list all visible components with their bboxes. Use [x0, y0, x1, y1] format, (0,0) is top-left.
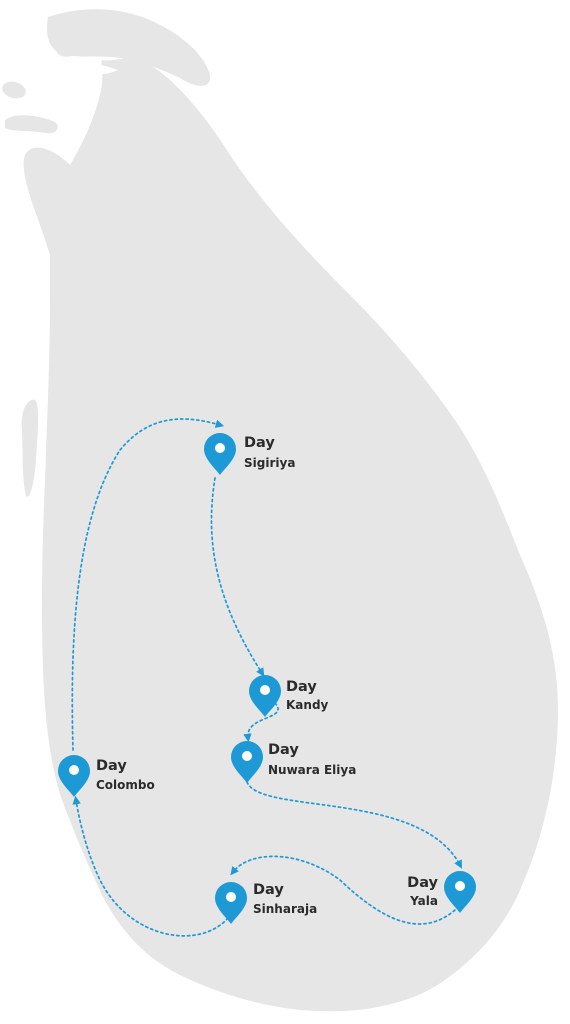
- stop-nuwara-eliya[interactable]: Day Nuwara Eliya: [231, 741, 356, 783]
- main-island-shape: [23, 58, 559, 1012]
- island-small-1: [56, 37, 84, 57]
- route-yala-to-sinharaja: [230, 855, 456, 925]
- map-pin-icon: [444, 871, 476, 913]
- stop-name-label: Colombo: [96, 778, 155, 792]
- island-small-3: [5, 115, 58, 134]
- stop-day-label: Day: [286, 679, 317, 695]
- route-nuwara-eliya-to-yala: [246, 781, 463, 869]
- map-pin-icon: [231, 741, 263, 783]
- stop-day-label: Day: [253, 882, 284, 898]
- stop-name-label: Sigiriya: [244, 456, 295, 470]
- lagoon-cutouts: [72, 62, 118, 75]
- route-colombo-to-sigiriya: [71, 418, 225, 751]
- route-sinharaja-to-colombo: [72, 795, 229, 937]
- stop-name-label: Sinharaja: [253, 902, 317, 916]
- mannar-island-shape: [40, 188, 89, 226]
- stop-day-label: Day: [244, 435, 275, 451]
- stop-day-label: Day: [268, 742, 299, 758]
- kalpitiya-spit-shape: [21, 399, 39, 497]
- map-pin-icon: [58, 755, 90, 797]
- stop-sigiriya[interactable]: Day Sigiriya: [204, 433, 295, 475]
- route-sigiriya-to-kandy: [210, 477, 265, 677]
- stop-colombo[interactable]: Day Colombo: [58, 755, 155, 797]
- island-small-2: [2, 81, 26, 99]
- island-landmass: [2, 9, 559, 1012]
- route-lines: [71, 418, 463, 937]
- map-pin-icon: [249, 675, 281, 717]
- map-pin-icon: [204, 433, 236, 475]
- stop-kandy[interactable]: Day Kandy: [249, 675, 329, 717]
- stop-name-label: Yala: [409, 894, 438, 908]
- stop-day-label: Day: [407, 875, 438, 891]
- stop-day-label: Day: [96, 758, 127, 774]
- stop-yala[interactable]: Day Yala: [407, 871, 476, 913]
- jaffna-peninsula-shape: [46, 9, 211, 86]
- map-pin-icon: [215, 882, 247, 924]
- jaffna-lagoon: [72, 62, 118, 75]
- stop-sinharaja[interactable]: Day Sinharaja: [215, 882, 317, 924]
- route-kandy-to-nuwara-eliya: [243, 702, 279, 743]
- stop-name-label: Kandy: [286, 698, 329, 712]
- stop-name-label: Nuwara Eliya: [268, 763, 356, 777]
